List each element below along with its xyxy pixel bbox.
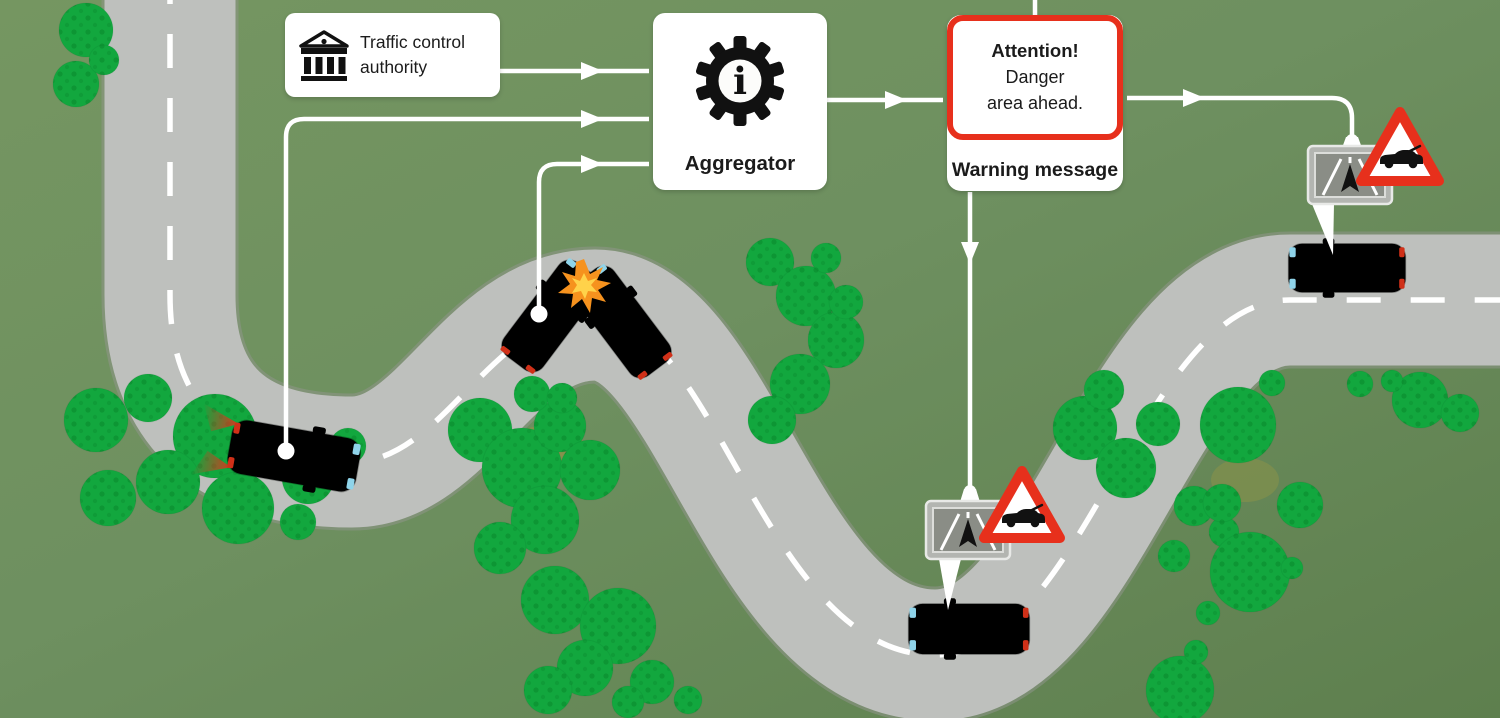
- trees: [52, 2, 1480, 718]
- traffic-control-authority-box: Traffic control authority: [285, 13, 500, 97]
- nav-arrow-icon: [959, 519, 977, 547]
- flow-warning-to-right-nav: [1127, 95, 1355, 140]
- collision-starburst-icon: [558, 259, 611, 313]
- breakdown-warning-sign-bottom: [979, 466, 1065, 543]
- nav-arrow-icon: [1341, 164, 1359, 192]
- aggregator-label: Aggregator: [684, 152, 796, 175]
- data-source-dot: [530, 305, 548, 323]
- car-breakdown-glyph: [1002, 503, 1045, 528]
- svg-text:i: i: [733, 59, 747, 103]
- warning-title: Attention!: [991, 40, 1079, 61]
- aggregator-box: i Aggregator: [653, 13, 827, 190]
- data-flow-lines: [283, 0, 1355, 490]
- flow-crash-to-aggregator: [536, 161, 649, 314]
- nav-callout-pointer: [939, 559, 961, 610]
- data-source-dot: [277, 442, 295, 460]
- car-breakdown-glyph: [1380, 144, 1423, 169]
- warning-line2: Danger: [1005, 67, 1065, 87]
- warning-message-box: Attention! Danger area ahead. Warning me…: [947, 15, 1123, 191]
- flow-braking-car-to-aggregator: [283, 116, 649, 451]
- approaching-car-right: [1287, 237, 1407, 299]
- flow-arrowheads: [581, 62, 1205, 264]
- warning-message-caption: Warning message: [951, 159, 1119, 181]
- traffic-control-authority-label: Traffic control authority: [360, 32, 466, 77]
- nav-callout-pointer: [1312, 204, 1334, 255]
- warning-alert-bubble: Attention! Danger area ahead.: [947, 15, 1123, 140]
- braking-car: [191, 403, 365, 501]
- approaching-car-bottom: [907, 597, 1031, 661]
- government-building-icon: [299, 30, 349, 81]
- breakdown-warning-sign-right: [1356, 107, 1444, 186]
- gear-info-icon: i: [695, 36, 785, 126]
- warning-line3: area ahead.: [986, 93, 1084, 113]
